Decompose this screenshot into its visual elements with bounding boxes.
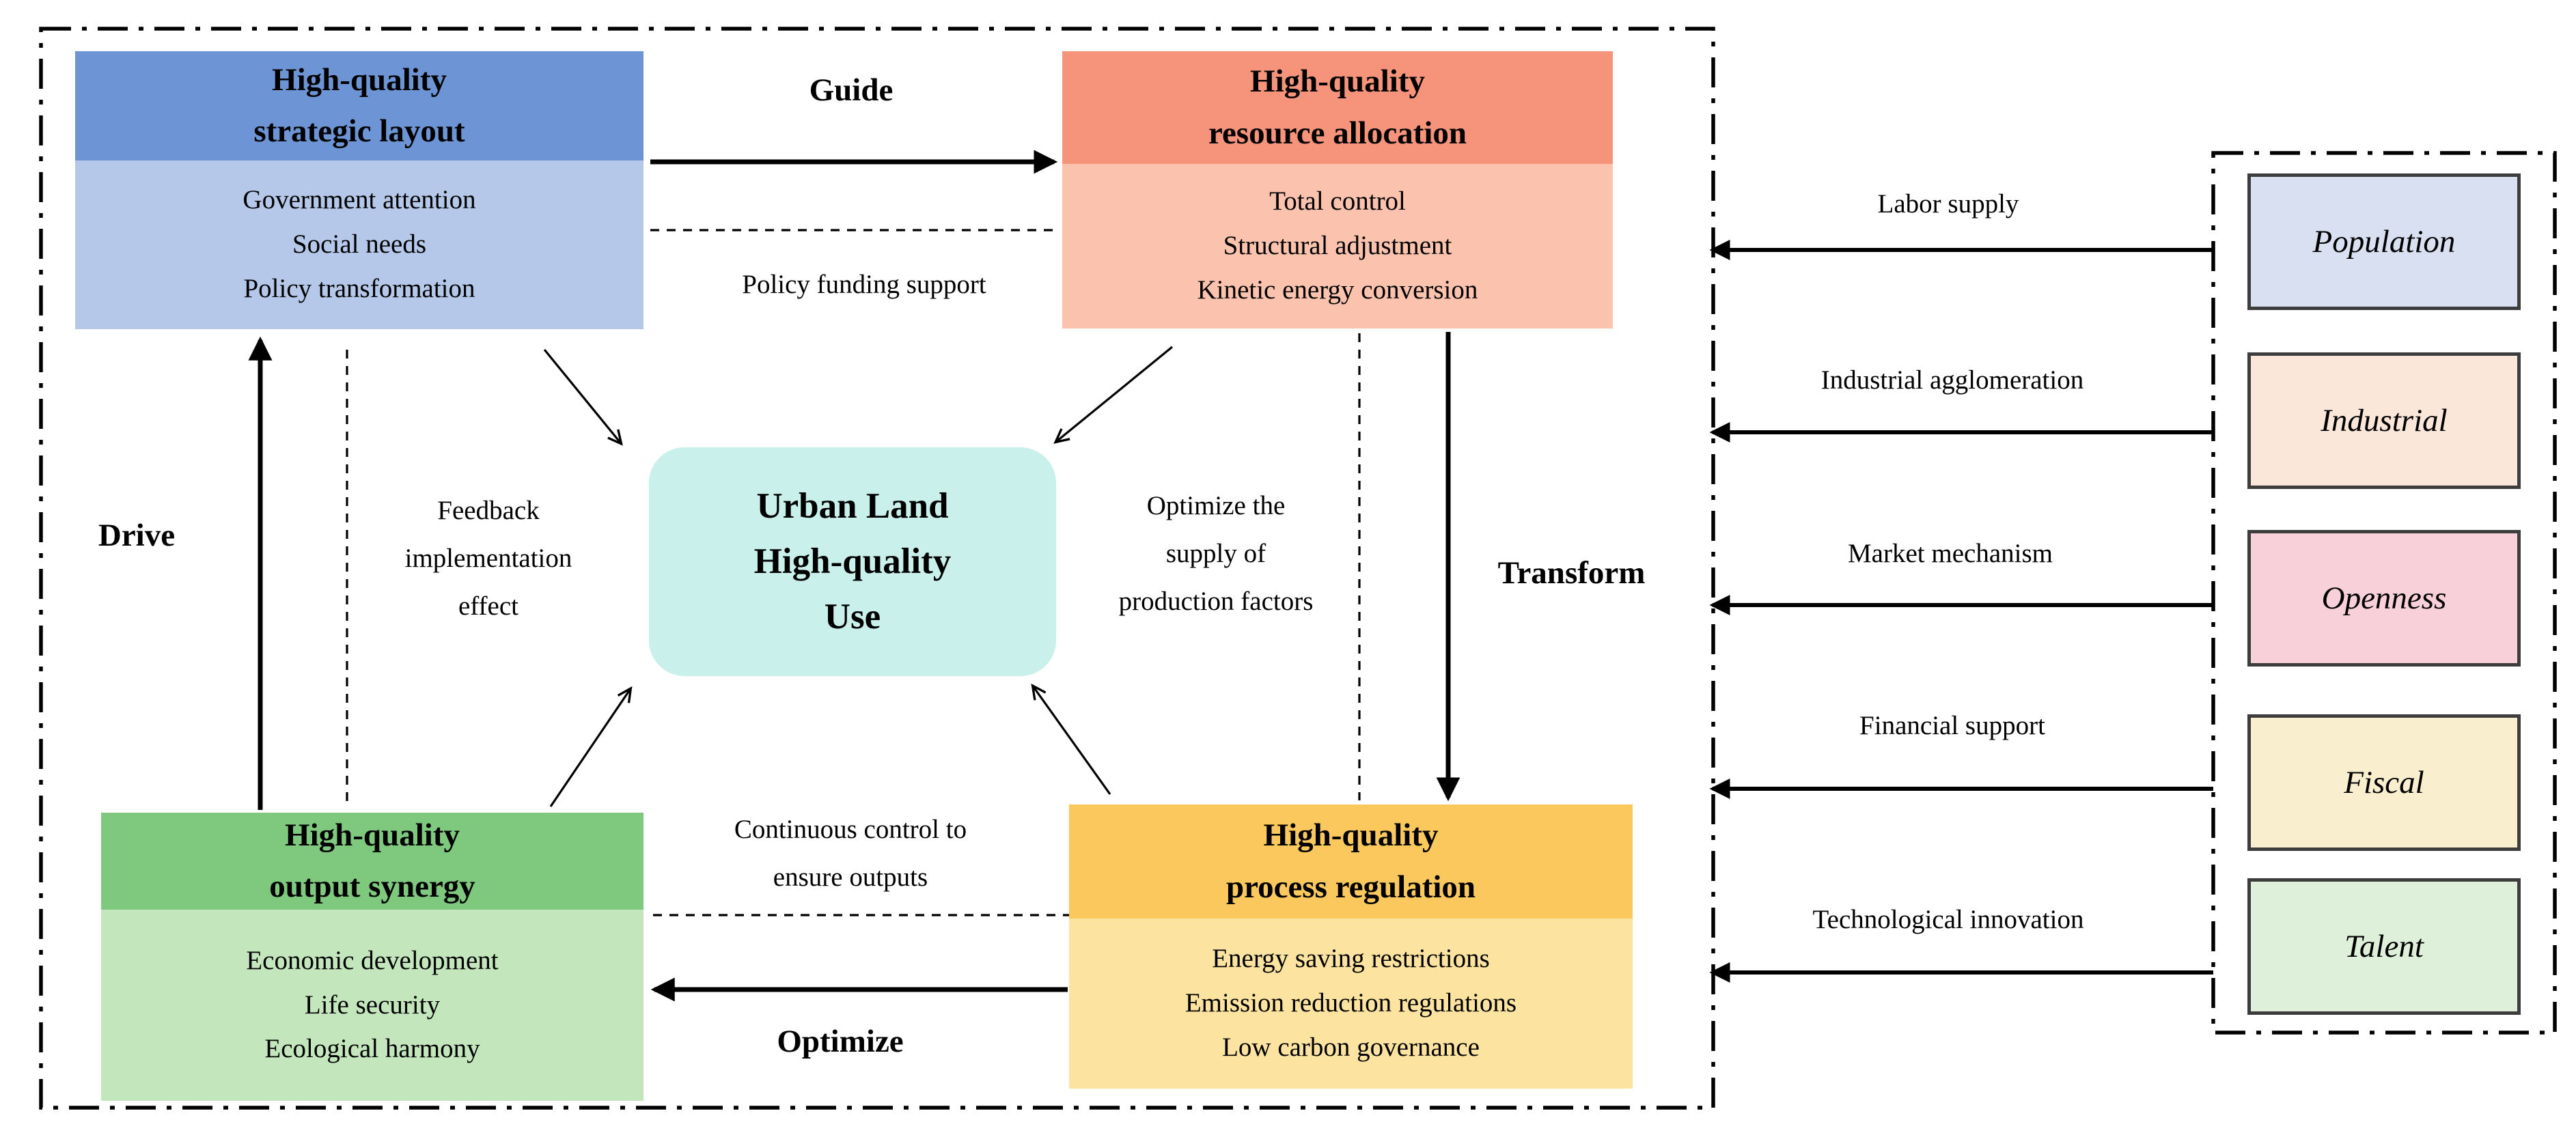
output-synergy-box: High-quality output synergy Economic dev… (101, 813, 643, 1101)
resource-item: Total control (1269, 186, 1406, 216)
process-regulation-box: High-quality process regulation Energy s… (1069, 804, 1633, 1089)
resource-allocation-box: High-quality resource allocation Total c… (1062, 51, 1613, 328)
factor-box-industrial: Industrial (2247, 352, 2521, 489)
optimize-label: Optimize (777, 1024, 904, 1059)
labor-supply-label: Labor supply (1877, 189, 2019, 219)
output-item: Economic development (246, 945, 499, 975)
process-item: Energy saving restrictions (1212, 944, 1490, 974)
strategic-item: Government attention (243, 185, 476, 215)
policy-funding-note: Policy funding support (742, 270, 986, 299)
output-item: Ecological harmony (264, 1034, 480, 1064)
financial-support-label: Financial support (1859, 711, 2045, 740)
strategic-layout-items: Government attention Social needs Policy… (75, 160, 643, 329)
resource-item: Kinetic energy conversion (1197, 275, 1478, 305)
industrial-agglomeration-label: Industrial agglomeration (1820, 365, 2084, 395)
resource-allocation-title: High-quality resource allocation (1062, 51, 1613, 164)
main-panel-border (39, 27, 1715, 1110)
strategic-layout-title: High-quality strategic layout (75, 51, 643, 160)
resource-item: Structural adjustment (1223, 231, 1452, 261)
strategic-item: Social needs (292, 229, 427, 260)
factor-panel-border (2211, 151, 2557, 1035)
market-mechanism-label: Market mechanism (1848, 539, 2053, 568)
process-regulation-title: High-quality process regulation (1069, 804, 1633, 919)
factor-box-fiscal: Fiscal (2247, 714, 2521, 851)
urban-land-center-node: Urban Land High-quality Use (649, 447, 1056, 676)
output-synergy-items: Economic development Life security Ecolo… (101, 910, 643, 1101)
factor-box-talent: Talent (2247, 878, 2521, 1015)
process-regulation-items: Energy saving restrictions Emission redu… (1069, 919, 1633, 1089)
strategic-to-center-arrow (543, 348, 623, 446)
resource-allocation-items: Total control Structural adjustment Kine… (1062, 164, 1613, 328)
transform-label: Transform (1497, 555, 1646, 591)
resource-to-center-arrow (1053, 346, 1174, 444)
process-to-center-arrow (1031, 683, 1111, 795)
strategic-item: Policy transformation (243, 273, 475, 303)
guide-label: Guide (809, 72, 894, 108)
technological-innovation-label: Technological innovation (1812, 905, 2084, 934)
factor-box-population: Population (2247, 173, 2521, 310)
drive-label: Drive (98, 518, 176, 553)
factor-box-openness: Openness (2247, 530, 2521, 667)
process-item: Low carbon governance (1222, 1032, 1480, 1062)
output-to-center-arrow (549, 686, 633, 807)
continuous-control-note: Continuous control to ensure outputs (734, 815, 967, 893)
output-synergy-title: High-quality output synergy (101, 813, 643, 910)
strategic-layout-box: High-quality strategic layout Government… (75, 51, 643, 329)
feedback-effect-note: Feedback implementation effect (404, 496, 572, 621)
optimize-supply-note: Optimize the supply of production factor… (1118, 491, 1314, 617)
output-item: Life security (304, 990, 441, 1020)
process-item: Emission reduction regulations (1185, 988, 1517, 1018)
